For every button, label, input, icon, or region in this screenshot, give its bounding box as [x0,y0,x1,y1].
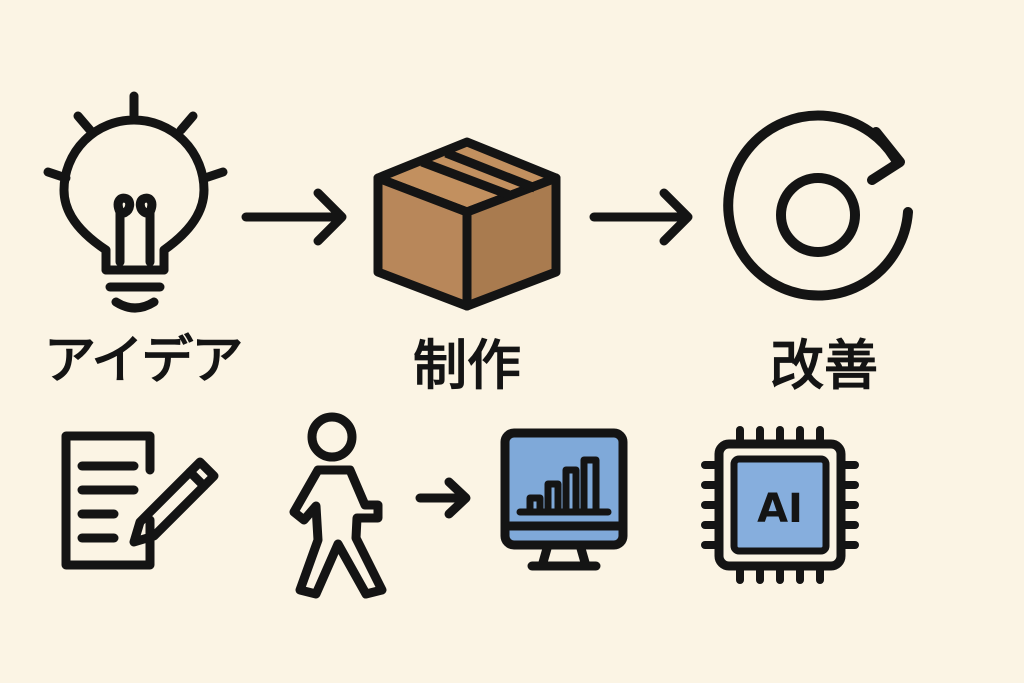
ai-chip-icon: AI [701,426,859,584]
monitor-chart-icon [500,428,628,571]
box-icon [373,137,561,311]
arrow-right-icon [415,477,471,519]
arrow-right-icon [241,188,347,246]
arrow-right-icon [589,188,693,246]
lightbulb-icon [43,91,228,313]
refresh-cycle-icon [723,110,913,301]
idea-label: アイデア [44,331,243,391]
improve-label: 改善 [770,334,878,397]
document-pencil-icon [61,431,219,570]
ai-chip-label: AI [757,486,803,532]
walking-person-icon [289,412,387,599]
make-label: 制作 [413,334,521,397]
